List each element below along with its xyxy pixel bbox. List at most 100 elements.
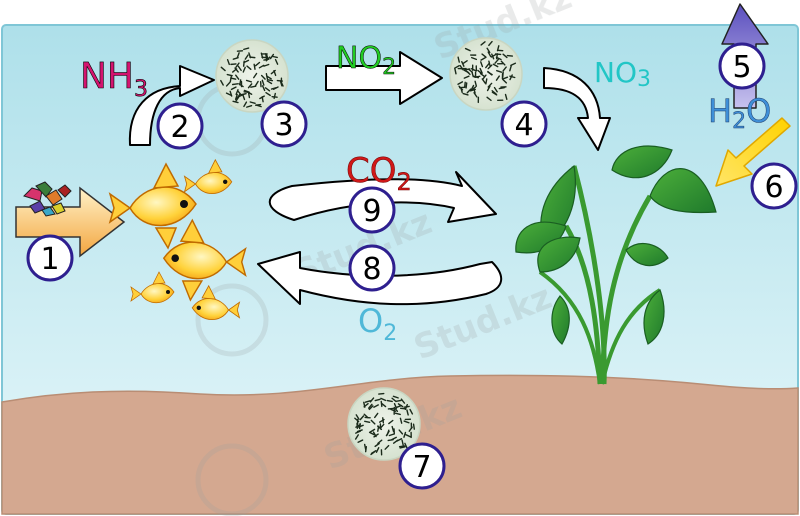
bacterium [395,399,402,403]
bacterium [367,403,373,409]
nitrate-arrow [543,67,611,151]
nitrite-label: NO2 [336,41,396,80]
light-arrow [715,117,791,187]
bacterium [487,51,492,58]
bacterium [502,66,507,72]
bacterium [393,406,399,413]
bacterium [378,392,385,395]
bacteria-colony-substrate [347,387,421,461]
bacterium [457,56,460,63]
bacterium [406,409,409,416]
bacterium [491,90,497,95]
bacterium [243,89,250,93]
bacterium [373,404,380,408]
bacterium [469,88,476,92]
bacterium [403,405,410,408]
bacterium [370,450,376,456]
bacterium [502,78,508,84]
bacterium [492,63,499,68]
bacterium [510,62,517,67]
bacteria-dots [453,40,517,104]
bacterium [480,41,486,46]
bacterium [403,420,410,424]
bacterium [253,72,258,79]
bacterium [405,434,412,438]
bacterium [254,61,261,67]
ammonia-label: NH3 [80,56,148,102]
fish-food-pellets [23,181,72,217]
bacterium [356,429,363,433]
bacterium [481,53,487,58]
aquatic-plant [515,145,717,385]
bacterium [404,442,408,449]
bacterium [495,75,500,81]
fish [162,218,247,302]
bacterium [494,58,500,64]
bacterium [375,447,380,453]
food-input [15,181,126,258]
fish [130,271,175,304]
carbon-dioxide-label: CO2 [346,151,412,196]
bacterium [457,81,464,85]
bacterium [220,66,226,72]
bacterium [238,83,244,88]
bacterium [479,67,483,74]
bacterium [266,75,272,80]
bacterium [370,419,376,425]
bacterium [377,439,383,445]
bacterium [487,82,493,88]
step-markers: 1 2 3 4 5 6 7 8 9 [26,42,798,490]
bacterium [509,75,516,79]
bacterium [369,428,376,433]
bacterium [273,69,277,77]
bacterium [409,408,414,415]
bacterium [398,429,404,435]
step-3-marker: 3 [260,100,308,148]
bacterium [485,62,490,69]
bacteria-colony-nitrobacter [449,37,523,111]
bacterium [463,75,470,79]
bacterium [465,82,468,89]
step-1-marker: 1 [26,234,74,282]
bacterium [226,58,231,66]
bacterium [412,423,416,430]
bacterium [486,96,492,102]
bacterium [408,426,413,432]
bacterium [496,45,500,52]
bacterium [225,81,231,87]
bacterium [354,434,359,440]
bacterium [384,444,390,450]
bacterium [271,55,278,59]
bacterium [242,94,246,101]
bacterium [509,65,512,72]
bacterium [398,445,406,448]
bacterium [479,72,486,78]
bacterium [235,74,240,80]
step-2-label: 2 [170,110,189,145]
bacterium [399,417,403,424]
step-2-marker: 2 [156,102,204,150]
bacterium [487,70,493,76]
fish [191,284,241,321]
bacterium [388,419,394,425]
bacterium [234,67,239,73]
step-8-label: 8 [362,252,381,287]
bacterium [265,56,271,62]
bacterium [377,425,380,432]
bacterium [397,403,404,408]
bacterium [464,47,471,52]
food-arrow [15,186,126,258]
bacterium [261,79,265,86]
fish [183,158,233,195]
bacterium [254,80,259,87]
ammonia-arrow [128,65,215,146]
bacterium [403,431,407,438]
bacterium [258,64,265,69]
bacterium [264,87,271,92]
bacterium [466,88,472,94]
bacterium [400,398,406,404]
fish [108,162,197,250]
bacterium [243,101,248,108]
bacterium [470,84,475,91]
bacterium [486,47,491,54]
